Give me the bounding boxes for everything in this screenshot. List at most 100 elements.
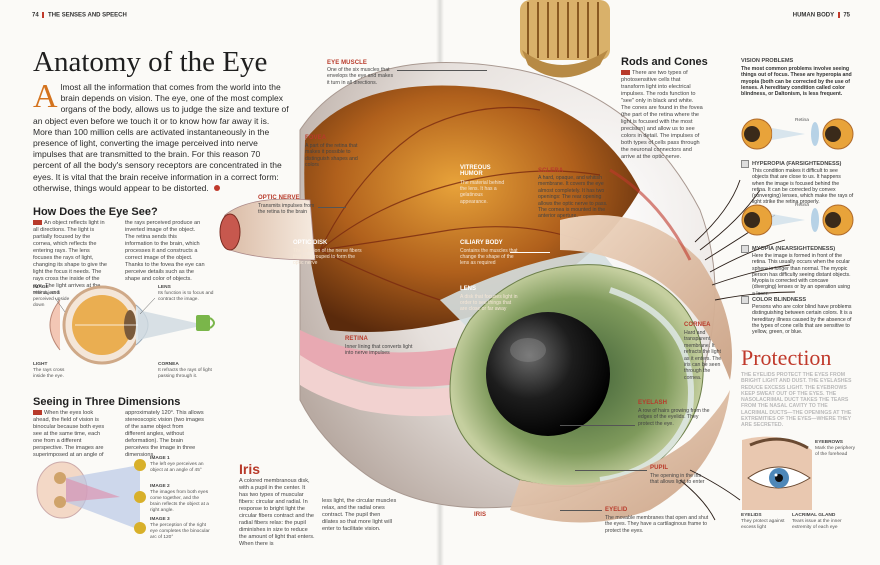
right-section-title: HUMAN BODY [792,12,834,19]
lacrimal-gland-label: LACRIMAL GLAND [792,513,836,518]
protection-heading: Protection [741,345,832,370]
image1-label: IMAGE 1 [150,456,170,461]
fovea-text: A part of the retina that makes it possi… [305,143,358,169]
optic-disk-title: OPTIC DISK [293,240,328,246]
optic-disk-text: The junction of the nerve fibers that ar… [293,248,362,267]
optic-nerve-text: Transmits impulses from the retina to th… [258,203,315,216]
eyelids-label: EYELIDS [741,513,762,518]
image3-label: IMAGE 3 [150,517,170,522]
mug-object [196,315,215,331]
section-marker-icon [621,70,630,76]
leader-pupil [575,470,647,471]
retina-caption-2: Retina [795,203,809,208]
cornea-title: CORNEA [684,322,711,328]
hyperopia-icon [741,160,749,168]
lens-caption-text: Its function is to focus and contract th… [158,291,214,302]
cornea-caption-label: CORNEA [158,362,179,367]
iris-label: IRIS [474,512,487,518]
sclera-text: A hard, opaque, and whitish membrane. It… [538,175,608,220]
image2-text: The images from both eyes come together,… [150,490,209,513]
how-eye-sees-col2: the rays perceived produce an inverted i… [125,220,205,282]
leader-ciliary [510,252,550,253]
eyelid-title: EYELID [605,507,628,513]
leader-eyelid [560,510,602,511]
lens-title: LENS [460,286,477,292]
optic-nerve-title: OPTIC NERVE [258,195,300,201]
left-section-title: THE SENSES AND SPEECH [48,12,127,19]
three-d-heading: Seeing in Three Dimensions [33,396,181,408]
right-folio: HUMAN BODY 75 [793,12,850,19]
lens-text: A disk that focuses light in order to se… [460,294,518,313]
image2-label: IMAGE 2 [150,484,170,489]
lens-caption-label: LENS [158,285,171,290]
left-page-number: 74 [32,12,39,19]
intro-text: lmost all the information that comes fro… [33,82,289,193]
ciliary-body-title: CILIARY BODY [460,240,503,246]
iris-heading: Iris [239,461,261,477]
eye-muscle-graphic [520,0,610,78]
rods-cones-text: There are two types of photosensitive ce… [621,70,703,160]
image-caption-text: The object is perceived upside down [33,291,70,308]
vision-problems-heading: VISION PROBLEMS [741,58,794,64]
page-title: Anatomy of the Eye [33,46,268,78]
retina-title: RETINA [345,336,368,342]
intro-dropcap: A [33,78,58,115]
hyperopia-text: This condition makes it difficult to see… [752,168,854,206]
eyebrows-label: EYEBROWS [815,440,843,445]
sclera-title: SCLERA [538,168,564,174]
color-blindness-text: Persons who are color blind have problem… [752,304,853,336]
section-marker-icon [33,410,42,416]
image1-text: The left eye perceives an object at an a… [150,462,204,473]
fovea-title: FOVEA [305,135,327,141]
rods-cones-heading: Rods and Cones [621,56,708,68]
cornea-text: Hard and transparent membrane. It refrac… [684,330,722,381]
ciliary-body-text: Contains the muscles that change the sha… [460,248,518,267]
myopia-title: MYOPIA (NEARSIGHTEDNESS) [752,246,836,252]
how-eye-sees-col1: An object reflects light in all directio… [33,220,108,296]
image-caption-label: IMAGE [33,285,49,290]
eye-muscle-text: One of the six muscles that envelops the… [327,67,394,86]
folio-rule-right [837,12,840,18]
color-blindness-title: COLOR BLINDNESS [752,297,807,303]
vitreous-title: VITREOUS HUMOR [460,165,491,177]
eye-muscle-title: EYE MUSCLE [327,60,368,66]
eyelid-text: The movable membranes that open and shut… [605,515,709,534]
three-d-col2: approximately 120°. This allows stereosc… [125,410,204,458]
leader-eye-muscle [397,70,487,71]
hyperopia-title: HYPEROPIA (FARSIGHTEDNESS) [752,161,842,167]
light-caption-label: LIGHT [33,362,48,367]
vitreous-text: The material behind the lens. It has a g… [460,180,505,205]
pupil-text: The opening in the iris that allows ligh… [650,473,705,486]
section-marker-icon [33,220,42,226]
eyelash-title: EYELASH [638,400,668,406]
myopia-text: Here the image is formed in front of the… [752,253,851,297]
lacrimal-gland-text: Tears issue at the inner extremity of ea… [792,519,842,530]
cornea-caption-text: It refracts the rays of light passing th… [158,368,212,379]
leader-optic-nerve [318,207,346,208]
eyebrows-text: Mark the periphery of the forehead [815,446,855,457]
myopia-icon [741,245,749,253]
how-eye-sees-heading: How Does the Eye See? [33,206,158,218]
color-blindness-icon [741,296,749,304]
image3-text: The perception of the right eye complete… [150,523,210,540]
retina-text: Inner lining that converts light into ne… [345,344,413,357]
end-bullet-icon [214,184,221,191]
three-d-col1: When the eyes look ahead, the field of v… [33,410,105,458]
leader-eyelash [560,425,635,426]
folio-rule-left [42,12,45,18]
eyelash-text: A row of hairs growing from the edges of… [638,408,710,427]
eyelids-text: They protect against excess light [741,519,785,530]
protection-text: THE EYELIDS PROTECT THE EYES FROM BRIGHT… [741,372,852,429]
light-caption-text: The rays cross inside the eye. [33,368,65,379]
iris-col2: less light, the circular muscles relax, … [322,498,397,532]
vision-problems-intro: The most common problems involve seeing … [741,66,852,98]
pupil-title: PUPIL [650,465,669,471]
iris-col1: A colored membranous disk, with a pupil … [239,478,315,547]
intro-paragraph: A lmost all the information that comes f… [33,78,289,194]
right-page-number: 75 [843,12,850,19]
